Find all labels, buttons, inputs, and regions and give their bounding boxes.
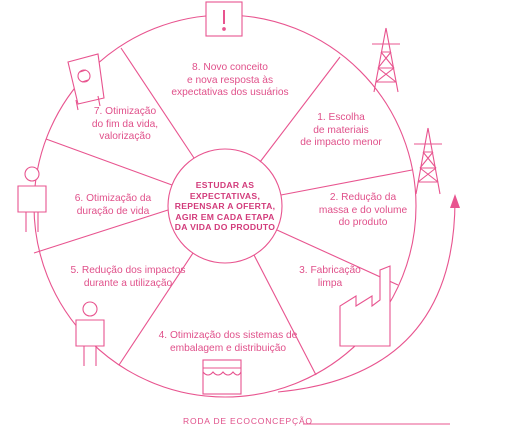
center-circle xyxy=(167,148,283,264)
factory-icon xyxy=(339,265,391,347)
cycle-arrow xyxy=(277,199,456,393)
stage-5-label: 5. Redução dos impactos durante a utiliz… xyxy=(70,265,186,289)
diagram-caption: RODA DE ECOCONCEPÇÃO xyxy=(183,416,313,426)
shop-icon xyxy=(202,359,242,395)
center-message: ESTUDAR AS EXPECTATIVAS, REPENSAR A OFER… xyxy=(174,180,276,233)
cycle-arrowhead-icon xyxy=(450,194,460,208)
pylon-icon xyxy=(414,127,442,195)
stage-8-label: 8. Novo conceito e nova resposta às expe… xyxy=(171,62,289,98)
stage-7-label: 7. Otimização do fim da vida, valorizaçã… xyxy=(91,106,159,142)
stage-6-label: 6. Otimização da duração de vida xyxy=(74,193,152,217)
recycle-bin-icon xyxy=(67,53,105,111)
alert-icon xyxy=(205,1,243,37)
person-icon xyxy=(17,166,47,232)
person-icon xyxy=(75,301,105,366)
stage-1-label: 1. Escolha de materiais de impacto menor xyxy=(300,112,382,148)
pylon-icon xyxy=(372,27,400,93)
stage-2-label: 2. Redução da massa e do volume do produ… xyxy=(318,192,408,228)
stage-4-label: 4. Otimização dos sistemas de embalagem … xyxy=(158,330,298,354)
stage-3-label: 3. Fabricação limpa xyxy=(299,265,361,289)
segment-dividers xyxy=(33,47,413,376)
